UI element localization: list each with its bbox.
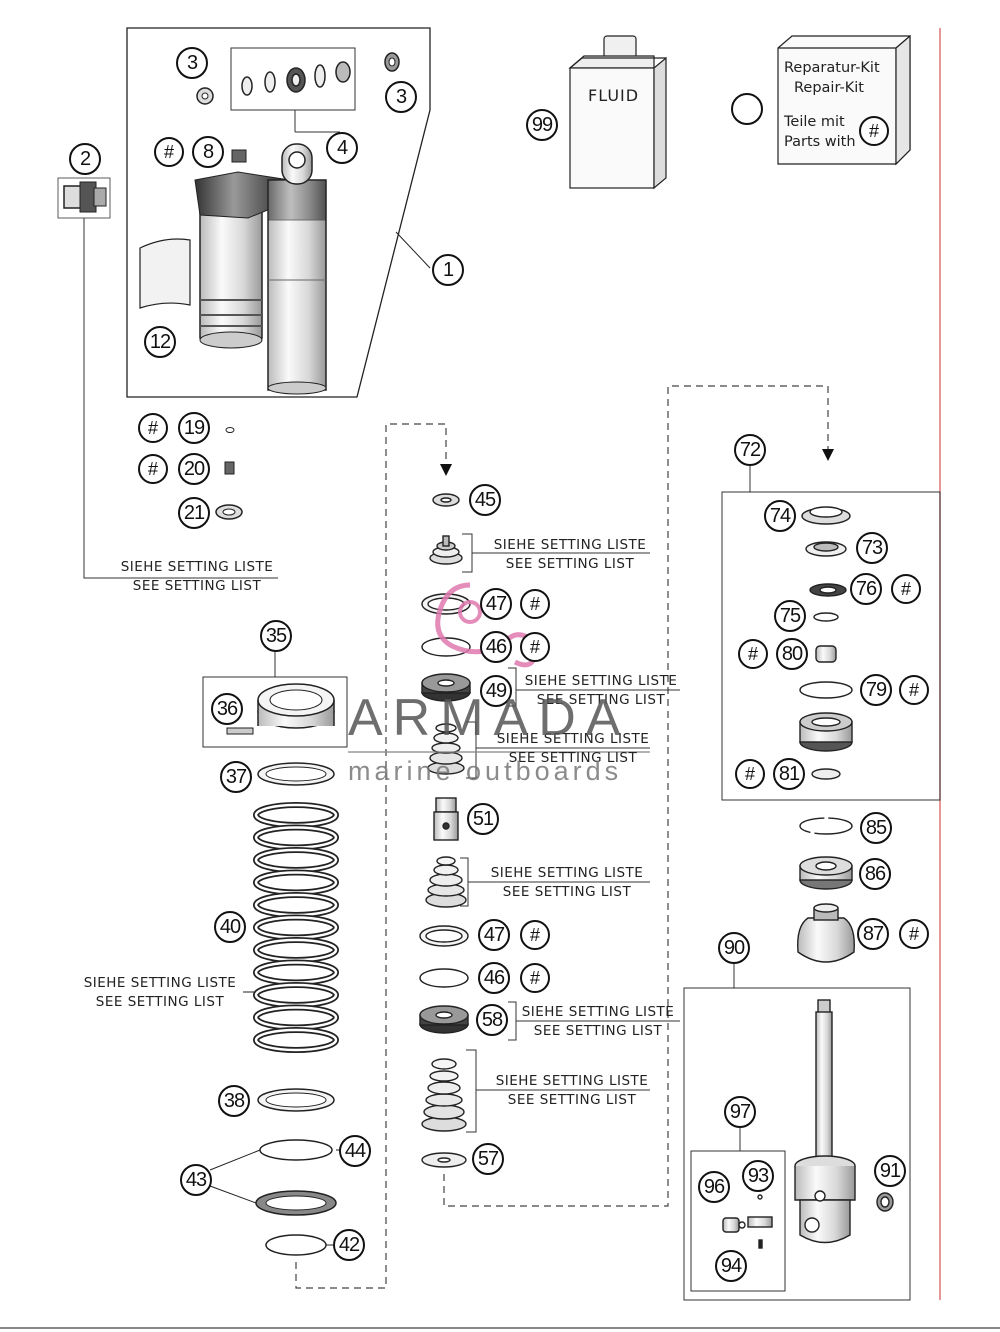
- callout-21: 21: [178, 497, 210, 529]
- callout-57: 57: [472, 1143, 504, 1175]
- callout-38: 38: [218, 1085, 250, 1117]
- spring-nut-36: [226, 683, 335, 735]
- callout-93: 93: [742, 1160, 774, 1192]
- callout-19: 19: [178, 412, 210, 444]
- callout-4: 4: [326, 132, 358, 164]
- callout-1: 1: [432, 254, 464, 286]
- watermark-brand: ARMADA: [348, 689, 631, 747]
- callout-46: 46: [480, 631, 512, 663]
- callout-58: 58: [476, 1004, 508, 1036]
- callout-74: 74: [764, 500, 796, 532]
- seal-set-4: [241, 61, 351, 96]
- callout-42: 42: [333, 1229, 365, 1261]
- hash-marker: #: [520, 920, 550, 950]
- callout-98: 99: [526, 109, 558, 141]
- callout-87: 87: [857, 918, 889, 950]
- callout-72: 72: [734, 434, 766, 466]
- hash-marker: #: [520, 589, 550, 619]
- callout-76: 76: [850, 573, 882, 605]
- callout-8: 8: [192, 136, 224, 168]
- hash-marker: #: [899, 919, 929, 949]
- valve-parts-97: [722, 1194, 773, 1249]
- callout-79: 79: [860, 674, 892, 706]
- callout-49: 49: [480, 675, 512, 707]
- callout-3: 3: [385, 81, 417, 113]
- callout-81: 81: [773, 758, 805, 790]
- callout-94: 94: [715, 1250, 747, 1282]
- repair-kit-title-en: Repair-Kit: [794, 80, 864, 96]
- hash-marker: #: [735, 759, 765, 789]
- callout-73: 73: [856, 532, 888, 564]
- hash-marker: #: [520, 632, 550, 662]
- spring-coil-highlight: [254, 1028, 338, 1052]
- spring-40: [253, 802, 339, 1053]
- shock-body-1: [194, 143, 327, 395]
- callout-80: 80: [776, 638, 808, 670]
- shock-assembly-frame: [126, 27, 431, 398]
- callout-99: [731, 93, 763, 125]
- callout-36: 36: [211, 693, 243, 725]
- adjuster-2: [63, 181, 107, 213]
- callout-90: 90: [718, 932, 750, 964]
- callout-2: 2: [69, 143, 101, 175]
- bladder-parts: [797, 506, 855, 963]
- callout-35: 35: [260, 620, 292, 652]
- piston-rod-91: [794, 999, 894, 1244]
- callout-75: 75: [774, 600, 806, 632]
- hash-marker: #: [520, 963, 550, 993]
- hash-marker: #: [899, 675, 929, 705]
- callout-20: 20: [178, 453, 210, 485]
- center-stack: [419, 493, 471, 1168]
- hash-marker: #: [138, 413, 168, 443]
- hash-marker: #: [154, 137, 184, 167]
- repair-kit-parts-en: Parts with: [784, 134, 856, 150]
- callout-40: 40: [214, 911, 246, 943]
- hash-marker: #: [891, 574, 921, 604]
- callout-3: 3: [176, 47, 208, 79]
- callout-44: 44: [339, 1135, 371, 1167]
- hash-marker: #: [738, 639, 768, 669]
- callout-12: 12: [144, 326, 176, 358]
- callout-47: 47: [478, 919, 510, 951]
- callout-97: 97: [724, 1096, 756, 1128]
- callout-43: 43: [180, 1164, 212, 1196]
- callout-45: 45: [469, 484, 501, 516]
- fluid-bottle-98: [568, 35, 667, 190]
- watermark-tagline: marine outboards: [348, 756, 623, 786]
- callout-96: 96: [698, 1171, 730, 1203]
- callout-91: 91: [874, 1155, 906, 1187]
- hash-marker: #: [859, 116, 889, 146]
- callout-47: 47: [480, 588, 512, 620]
- callout-85: 85: [860, 812, 892, 844]
- callout-51: 51: [467, 803, 499, 835]
- callout-86: 86: [859, 858, 891, 890]
- callout-37: 37: [220, 761, 252, 793]
- repair-kit-title-de: Reparatur-Kit: [784, 60, 880, 76]
- repair-kit-parts-de: Teile mit: [784, 114, 845, 130]
- hash-marker: #: [138, 454, 168, 484]
- callout-46: 46: [478, 962, 510, 994]
- fluid-label: FLUID: [588, 86, 640, 105]
